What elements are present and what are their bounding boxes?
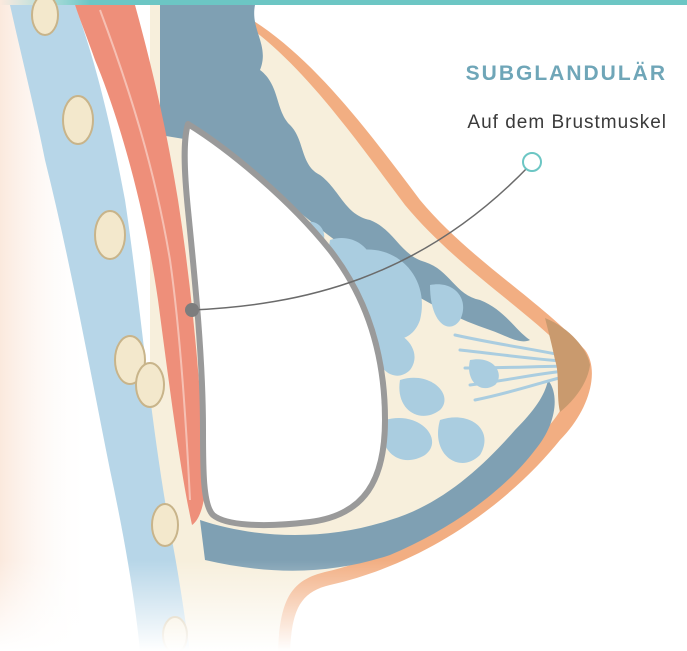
bottom-fade: [0, 560, 687, 651]
pointer-dot: [185, 303, 199, 317]
diagram-subtitle: Auf dem Brustmuskel: [367, 112, 667, 134]
pointer-target-ring: [523, 153, 541, 171]
diagram-title: SUBGLANDULÄR: [407, 62, 667, 86]
